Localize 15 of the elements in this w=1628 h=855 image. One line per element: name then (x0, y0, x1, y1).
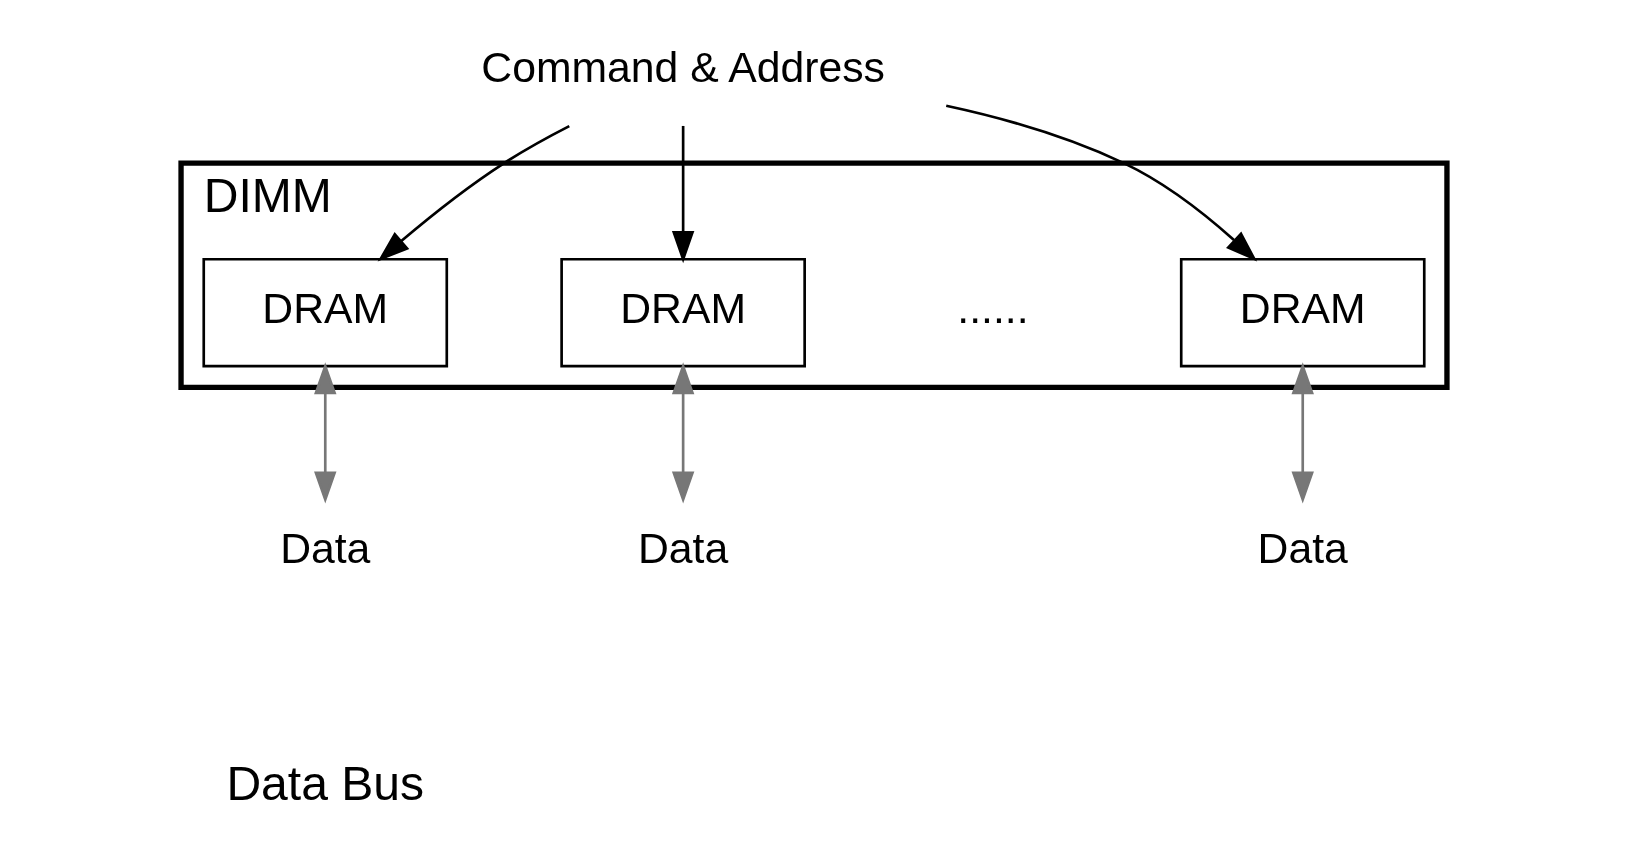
node-text: Data (1257, 524, 1348, 573)
node-box: DRAM (202, 257, 449, 368)
label: ...... (957, 283, 1029, 332)
arrow (945, 104, 1258, 262)
node-box: DRAM (560, 257, 806, 368)
node-text: Data (638, 524, 729, 573)
label: Data Bus (226, 755, 425, 810)
arrow (671, 362, 695, 504)
arrow (1291, 362, 1314, 504)
node-box: DRAM (1179, 257, 1426, 368)
arrow (377, 124, 570, 262)
arrow (671, 125, 695, 264)
node-text: Data (280, 524, 371, 573)
node-text: Command & Address (481, 43, 885, 92)
arrow (314, 362, 337, 504)
